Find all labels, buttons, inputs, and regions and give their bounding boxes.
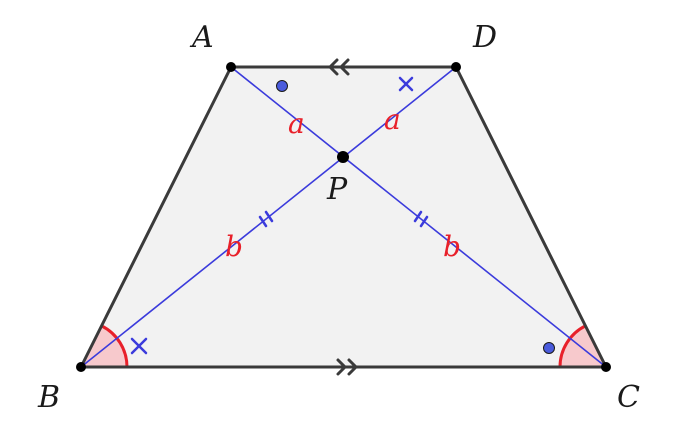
segment-label-CP: b bbox=[443, 230, 461, 263]
edge-BA bbox=[79, 66, 233, 368]
trapezoid-fill bbox=[81, 67, 606, 367]
point-B bbox=[76, 362, 86, 372]
point-D bbox=[451, 62, 461, 72]
angle-mark-B bbox=[81, 325, 127, 367]
parallel-marker-top bbox=[328, 58, 350, 76]
vertex-label-A: A bbox=[189, 20, 214, 55]
point-C bbox=[601, 362, 611, 372]
dot-mark-C bbox=[543, 342, 555, 354]
parallel-marker-bottom bbox=[336, 358, 358, 376]
angle-arc-C bbox=[558, 324, 587, 368]
tick-marks-CP bbox=[413, 210, 429, 228]
segment-label-AP: a bbox=[288, 107, 305, 140]
cross-mark-B bbox=[130, 337, 148, 355]
angle-arc-B bbox=[100, 324, 129, 368]
vertex-label-P: P bbox=[326, 172, 348, 207]
point-A bbox=[226, 62, 236, 72]
vertex-label-C: C bbox=[617, 380, 640, 415]
point-P bbox=[337, 151, 349, 163]
angle-mark-C bbox=[560, 325, 606, 367]
edge-DC bbox=[454, 66, 608, 368]
tick-marks-BP bbox=[258, 210, 274, 228]
vertex-label-B: B bbox=[37, 380, 60, 415]
dot-mark-A bbox=[276, 80, 288, 92]
cross-mark-D bbox=[398, 76, 414, 92]
segment-label-DP: a bbox=[384, 103, 401, 136]
vertex-label-D: D bbox=[472, 20, 497, 55]
segment-label-BP: b bbox=[225, 230, 243, 263]
